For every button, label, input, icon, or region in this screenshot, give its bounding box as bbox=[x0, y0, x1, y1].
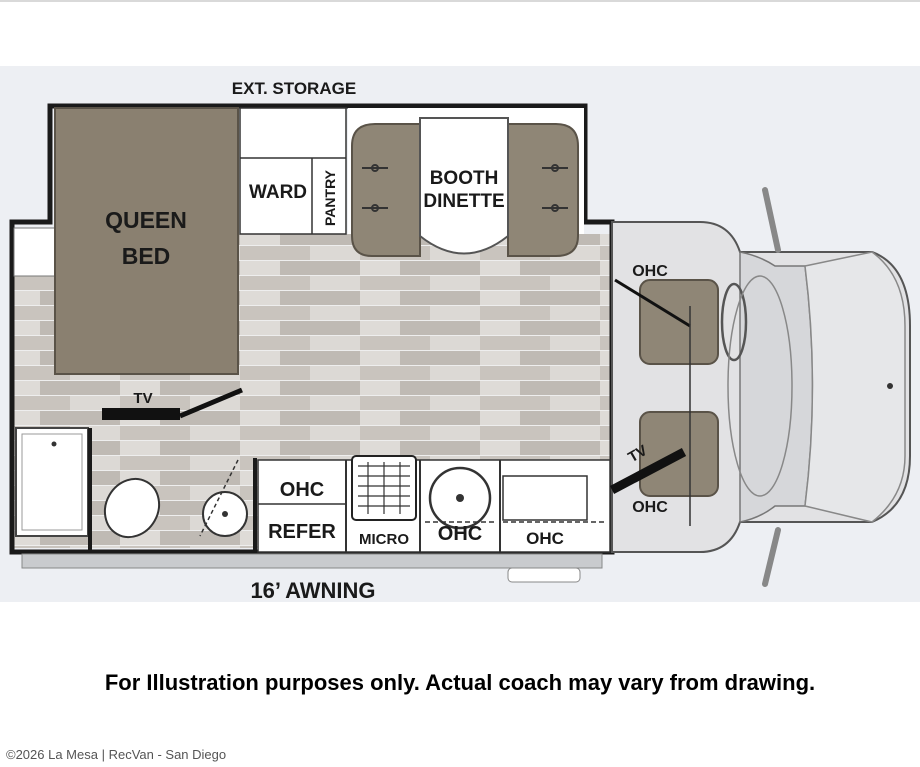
top-divider bbox=[0, 0, 920, 2]
awning-label: 16’ AWNING bbox=[250, 578, 375, 602]
pantry-label: PANTRY bbox=[322, 169, 338, 226]
micro-label: MICRO bbox=[359, 531, 409, 548]
dinette-table bbox=[419, 117, 509, 255]
driver-seat bbox=[639, 279, 719, 365]
booth-label-2: DINETTE bbox=[423, 191, 504, 212]
refer-label: REFER bbox=[268, 521, 336, 543]
cab-tv bbox=[609, 448, 687, 494]
queen-bed-label-1: QUEEN bbox=[105, 207, 187, 233]
entry-step bbox=[507, 567, 581, 583]
bedroom-tv-label: TV bbox=[133, 390, 152, 407]
cab-ohc-bottom-label: OHC bbox=[632, 499, 668, 516]
awning-bar bbox=[21, 553, 603, 569]
bedroom-nightstand bbox=[13, 227, 59, 277]
queen-bed-label-2: BED bbox=[122, 243, 171, 269]
queen-bed bbox=[54, 107, 239, 375]
dashboard-curve bbox=[727, 275, 793, 497]
kitchen-ohc-1-label: OHC bbox=[280, 479, 324, 501]
bedroom-door bbox=[179, 387, 243, 419]
booth-label-1: BOOTH bbox=[430, 168, 499, 189]
kitchen-ohc-2-label: OHC bbox=[438, 523, 482, 545]
disclaimer-text: For Illustration purposes only. Actual c… bbox=[104, 670, 816, 695]
stove-grates bbox=[358, 462, 410, 514]
bedroom-tv bbox=[102, 408, 180, 420]
mirror-bottom bbox=[762, 527, 781, 587]
dinette-seat-left bbox=[351, 123, 421, 257]
shower bbox=[15, 427, 89, 537]
counter-right bbox=[502, 475, 588, 521]
ext-storage-label: EXT. STORAGE bbox=[232, 79, 356, 98]
ward-label: WARD bbox=[249, 182, 307, 203]
kitchen-ohc-3-label: OHC bbox=[526, 529, 564, 548]
wardrobe bbox=[239, 107, 347, 235]
mirror-top bbox=[762, 187, 781, 253]
dinette-seat-right bbox=[507, 123, 579, 257]
watermark-footer: ©2026 La Mesa | RecVan - San Diego bbox=[6, 747, 227, 762]
steering-wheel bbox=[720, 282, 748, 362]
cab-ohc-top-label: OHC bbox=[632, 263, 668, 280]
hood bbox=[804, 251, 906, 523]
bath-wall bbox=[88, 428, 257, 552]
toilet bbox=[103, 477, 161, 539]
seatbelt-icons bbox=[362, 164, 568, 212]
floorplan-diagram: EXT. STORAGE QUEEN BED WARD PANTRY BOOTH… bbox=[9, 79, 911, 602]
